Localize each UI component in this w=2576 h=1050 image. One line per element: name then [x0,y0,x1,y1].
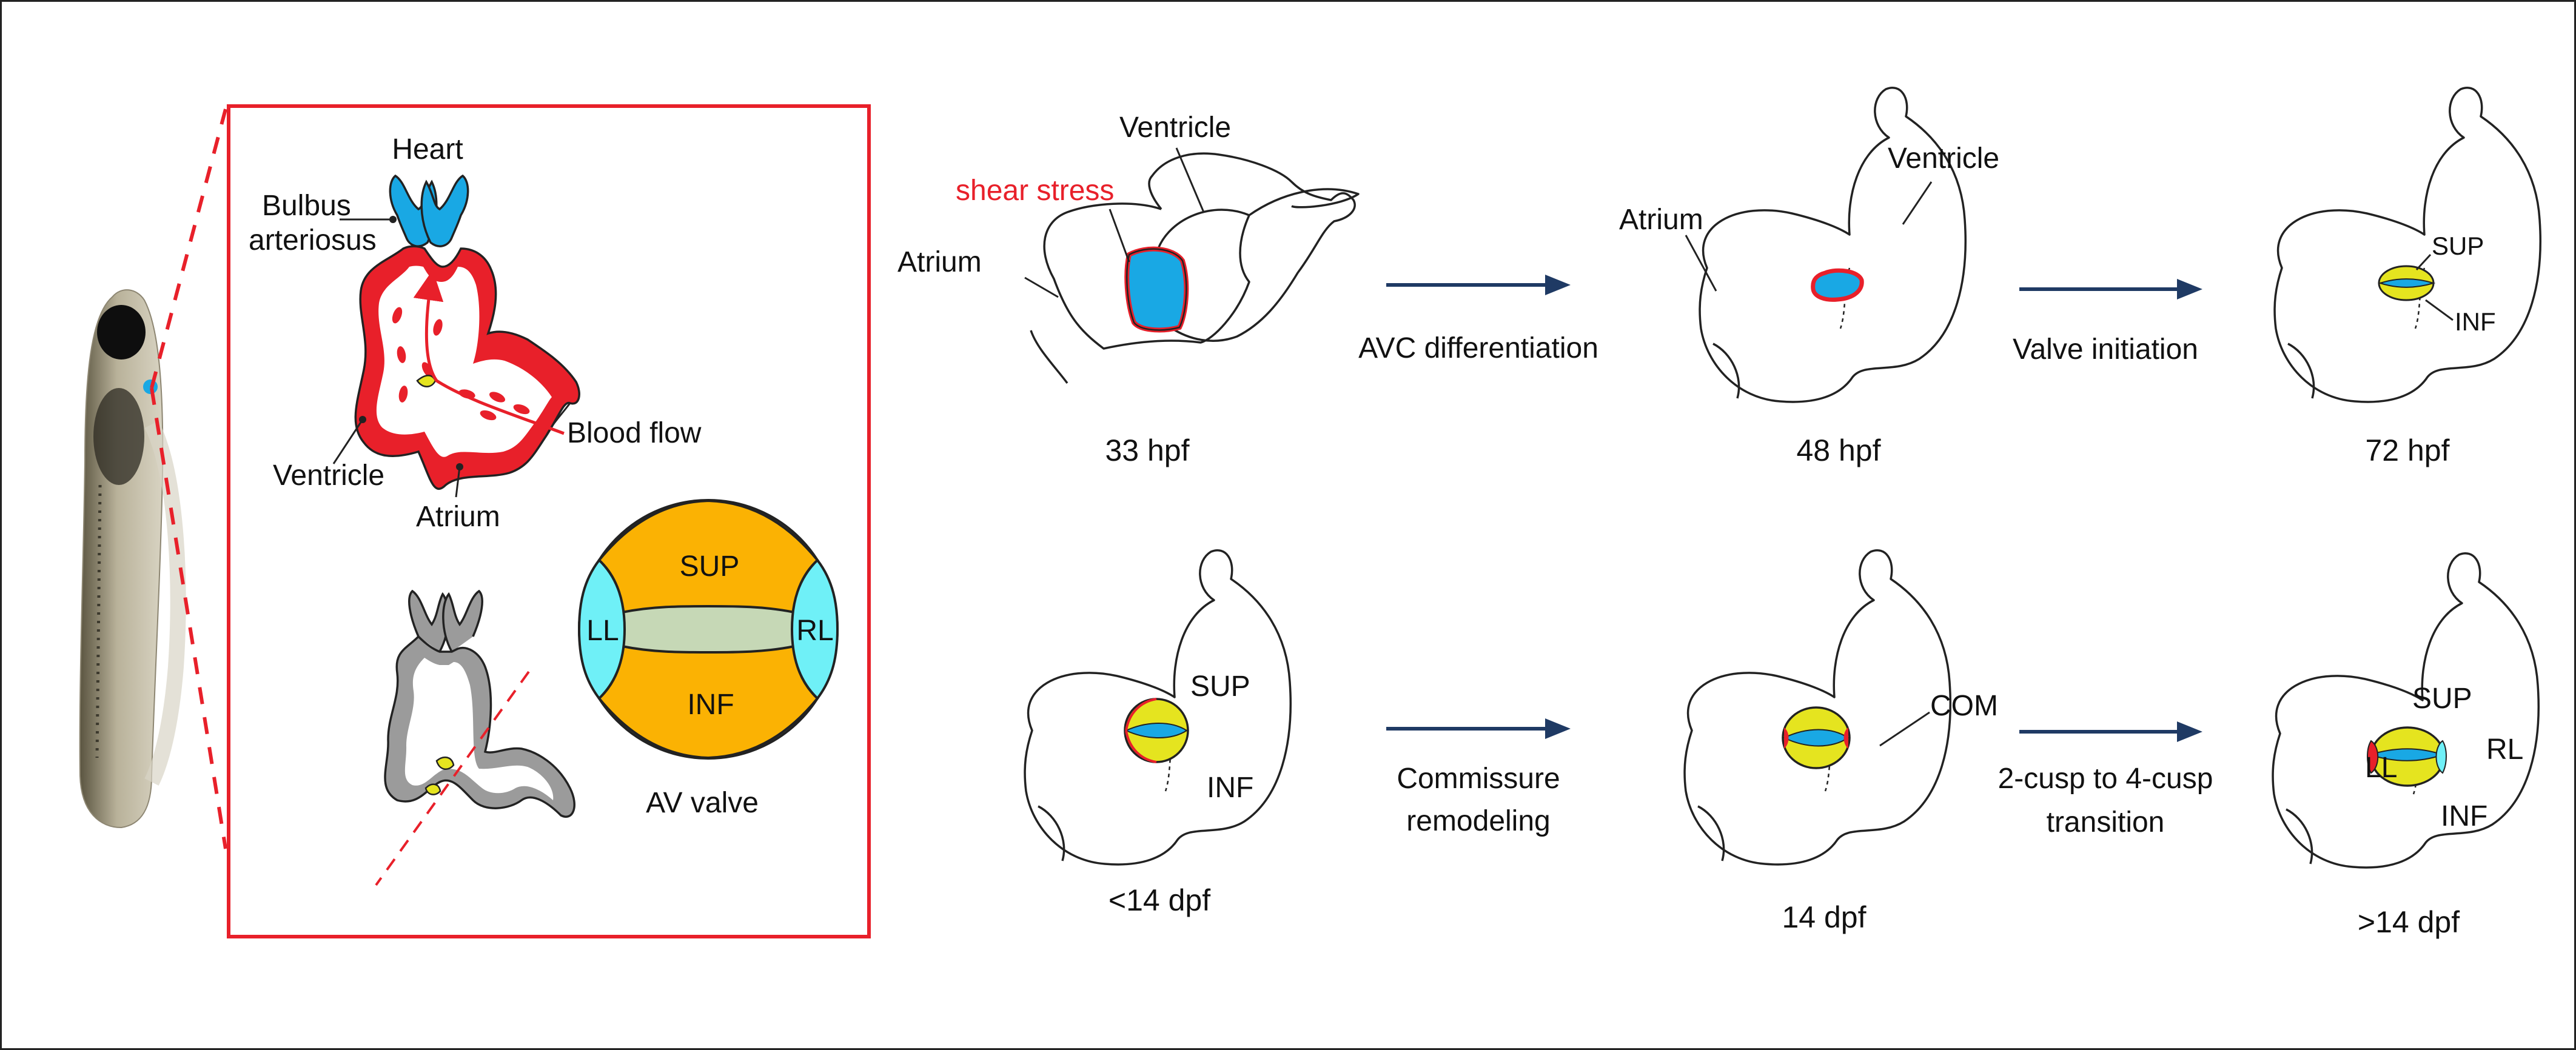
arrow-cusp-transition [2019,721,2202,742]
label-blood-flow: Blood flow [567,417,702,449]
label-valve-initiation: Valve initiation [2013,333,2198,366]
label-rl-gt14dpf: RL [2486,734,2523,766]
label-inf-lt14dpf: INF [1207,772,1253,804]
label-valve-inf: INF [687,689,734,721]
arrow-commissure-remodeling [1386,718,1571,739]
stage-gt14dpf-heart [2272,552,2540,869]
heart-inset-panel [227,104,871,938]
time-14dpf: 14 dpf [1782,900,1866,934]
time-72hpf: 72 hpf [2365,433,2449,467]
arrow-valve-initiation [2019,279,2202,299]
stage-33hpf-heart [1030,152,1360,384]
label-bulbus-1: Bulbus [262,190,351,222]
time-gt14dpf: >14 dpf [2358,905,2460,939]
label-heart: Heart [392,133,463,166]
label-sup-72hpf: SUP [2432,232,2484,260]
label-atrium-inset: Atrium [416,501,500,533]
label-commissure-1: Commissure [1397,763,1560,795]
label-valve-sup: SUP [680,550,740,583]
stage-48hpf-heart [1699,87,1967,403]
label-cusp-1: 2-cusp to 4-cusp [1998,763,2213,795]
blood-cells [392,307,530,421]
stage-lt14dpf-heart [1024,549,1292,866]
label-sup-gt14dpf: SUP [2412,683,2472,715]
label-inf-gt14dpf: INF [2441,800,2487,832]
label-bulbus-2: arteriosus [249,224,377,256]
label-sup-lt14dpf: SUP [1190,670,1250,703]
blood-flow-arrow [413,270,565,435]
label-cusp-2: transition [2047,806,2165,838]
label-ventricle-inset: Ventricle [273,460,384,492]
zebrafish-larva [79,289,186,829]
valve-leaflet-rl [790,558,839,701]
label-atrium-33hpf: Atrium [897,246,982,278]
time-48hpf: 48 hpf [1796,433,1880,467]
label-valve-rl: RL [796,615,833,647]
label-av-valve-caption: AV valve [646,787,759,819]
label-com-14dpf: COM [1930,690,1998,722]
label-shear-stress: shear stress [956,175,1114,207]
label-commissure-2: remodeling [1406,805,1550,837]
label-ventricle-33hpf: Ventricle [1119,112,1231,144]
label-ventricle-48hpf: Ventricle [1888,142,1999,175]
time-lt14dpf: <14 dpf [1109,883,1210,917]
label-valve-ll: LL [586,615,619,647]
label-atrium-48hpf: Atrium [1619,204,1703,236]
label-ll-gt14dpf: LL [2365,752,2397,784]
valve-leaflet-ll [577,558,626,701]
stage-14dpf-heart [1683,549,1952,866]
heart-schematic [354,174,580,490]
avc-patch-33hpf [1124,246,1189,333]
label-inf-72hpf: INF [2455,307,2496,336]
av-valve-diagram: SUP INF LL RL [577,499,839,760]
label-avc-differentiation: AVC differentiation [1358,332,1598,364]
arrow-avc-differentiation [1386,275,1571,295]
stage-72hpf-heart [2273,87,2542,403]
time-33hpf: 33 hpf [1105,433,1189,467]
heart-section-gray [375,589,575,886]
fish-eye-icon [97,305,146,359]
